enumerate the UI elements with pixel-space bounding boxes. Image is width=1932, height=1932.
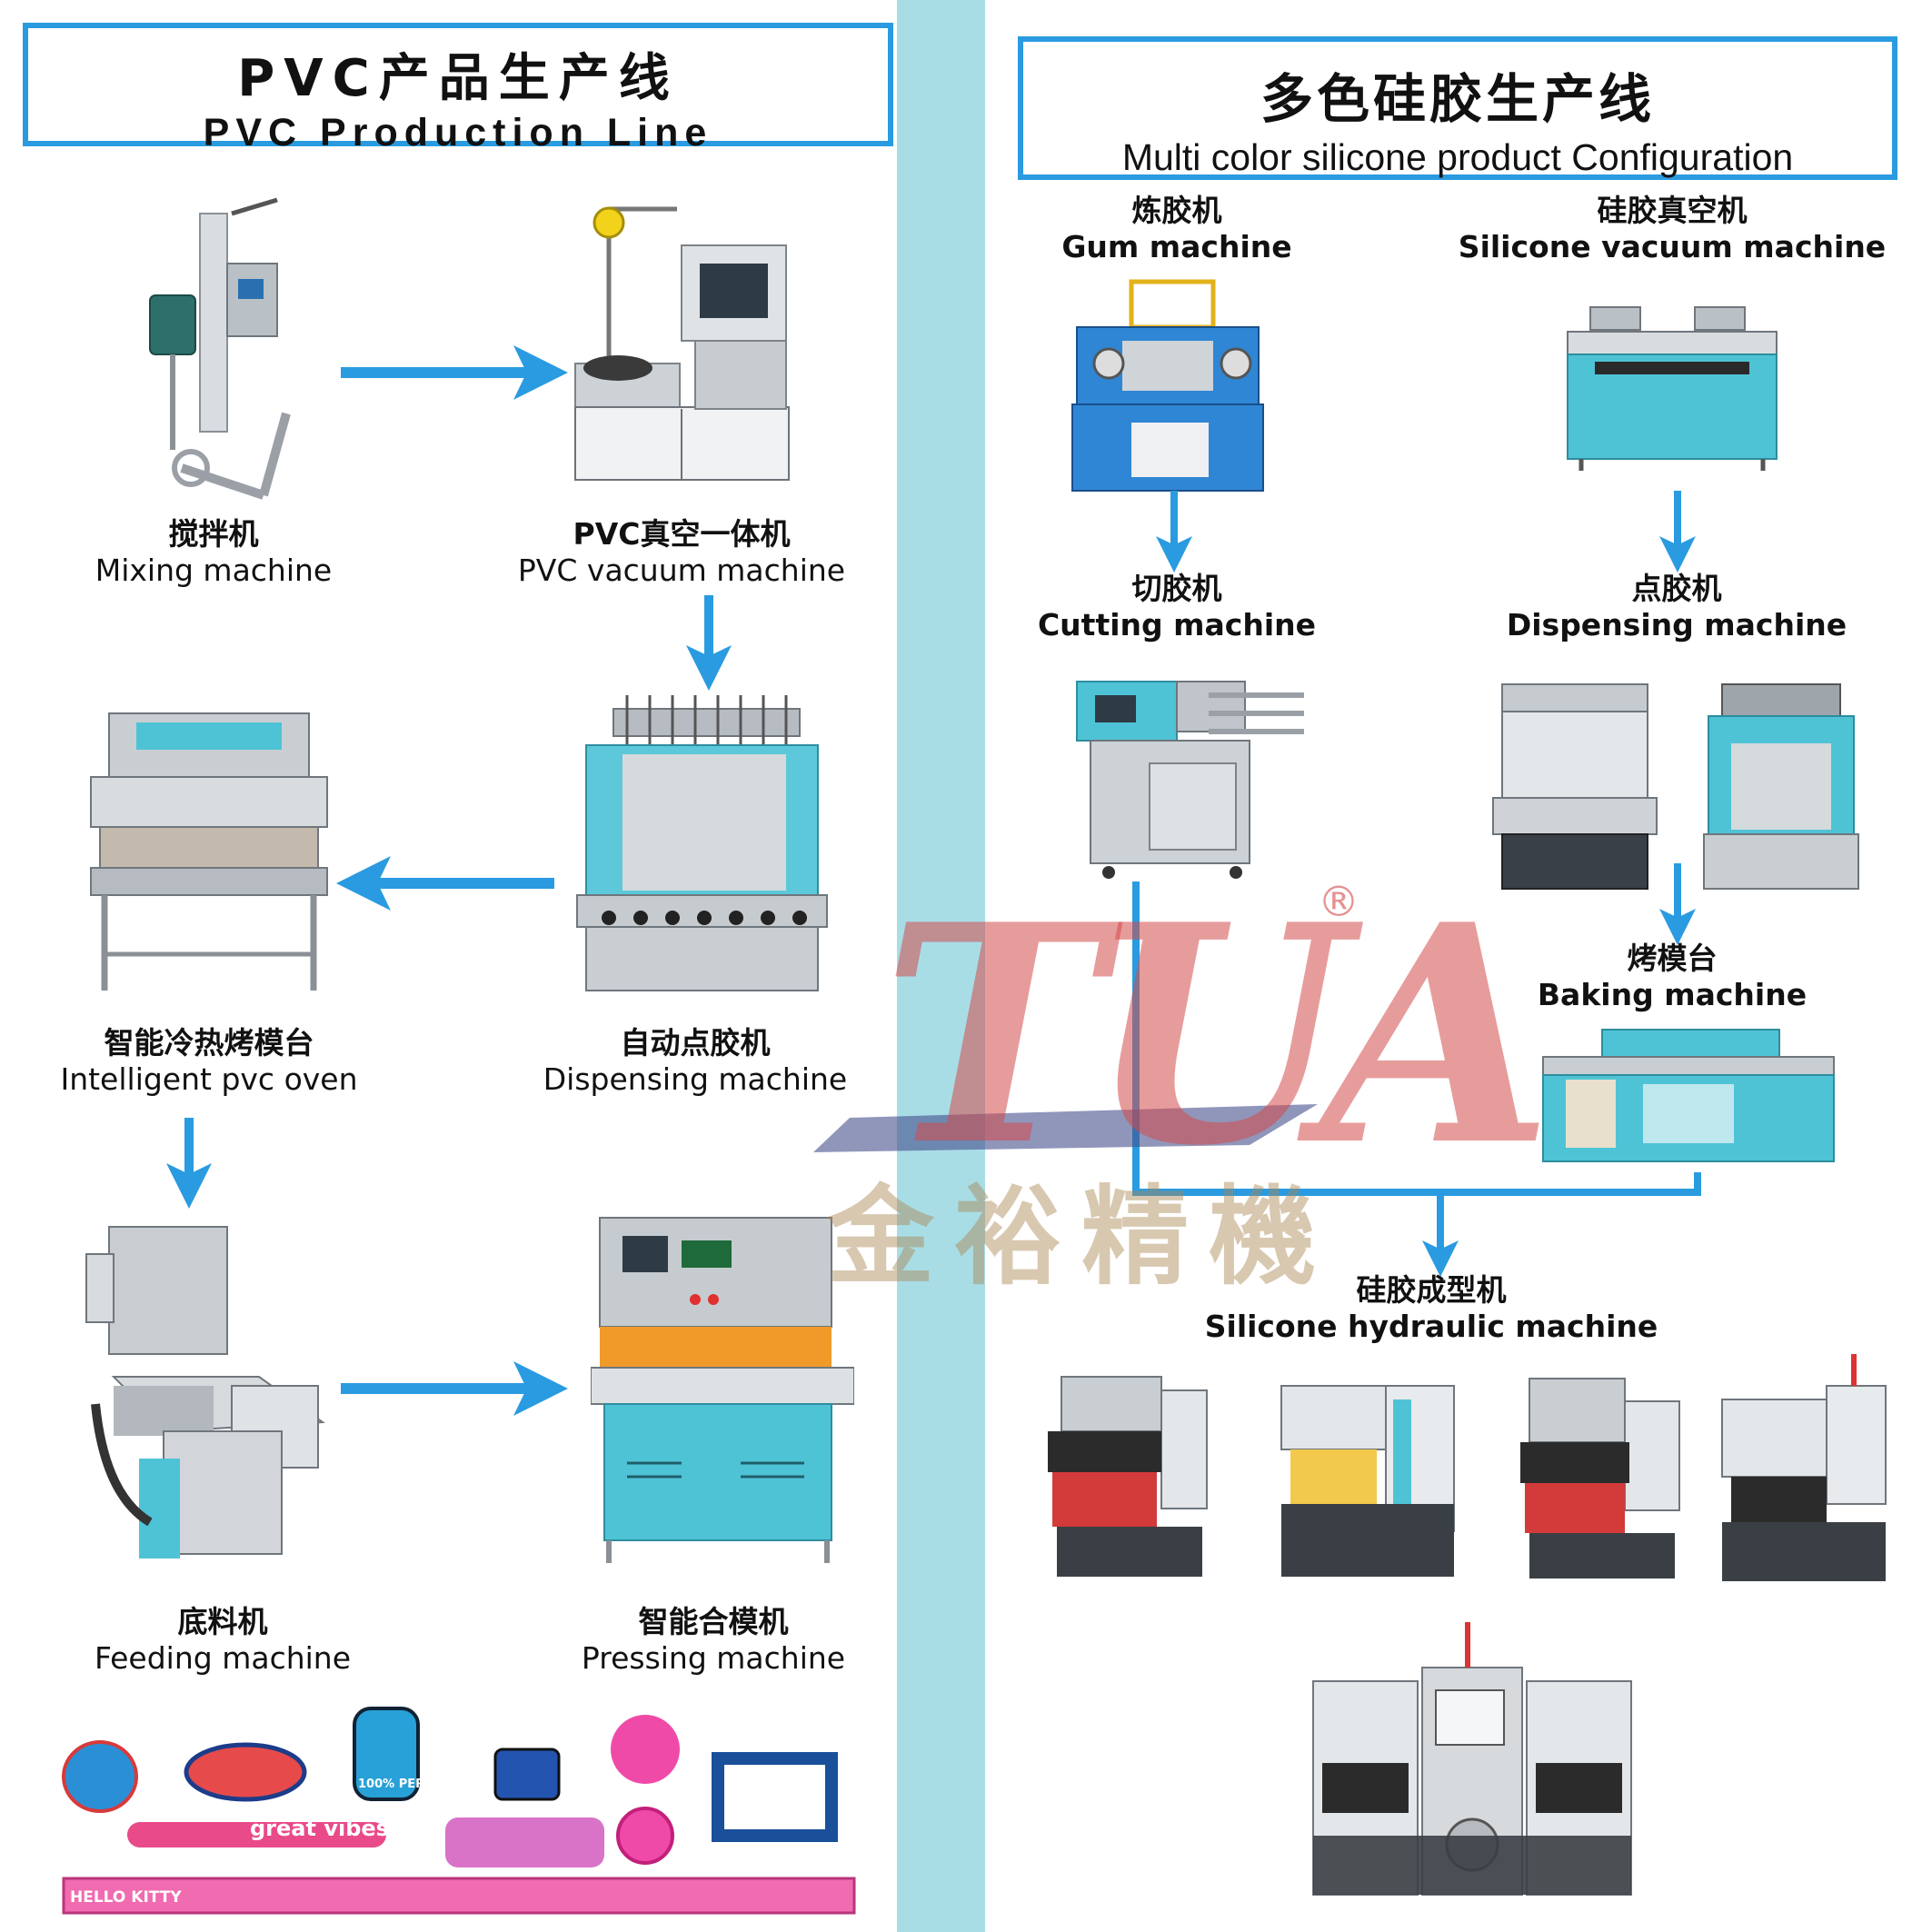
hydraulic-machine-zh: 硅胶成型机 [1356, 1272, 1507, 1308]
baking-machine-zh: 烤模台 [1627, 941, 1718, 976]
mixing-machine-image [149, 197, 291, 500]
pressing-machine-en: Pressing machine [581, 1640, 846, 1677]
pvc-title-en: PVC Production Line [203, 111, 713, 154]
pvc-vacuum-machine-image [574, 206, 790, 481]
gum-machine-image [1071, 279, 1264, 492]
mixing-machine-label: 搅拌机 Mixing machine [55, 516, 373, 590]
pressing-machine-image [591, 1217, 854, 1563]
feeding-machine-image [85, 1226, 325, 1559]
gum-machine-en: Gum machine [1061, 229, 1292, 265]
mixing-machine-en: Mixing machine [95, 553, 333, 589]
hydraulic-machine-en: Silicone hydraulic machine [1204, 1309, 1658, 1345]
baking-machine-image [1542, 1029, 1835, 1162]
mixing-machine-zh: 搅拌机 [168, 516, 259, 552]
silicone-title-en: Multi color silicone product Configurati… [1121, 136, 1794, 178]
cutting-machine-en: Cutting machine [1037, 607, 1317, 643]
hydraulic-machine-image-4 [1721, 1354, 1887, 1581]
pvc-oven-label: 智能冷热烤模台 Intelligent pvc oven [36, 1025, 382, 1099]
pressing-machine-label: 智能合模机 Pressing machine [536, 1604, 891, 1678]
watermark-letters: TUA [881, 859, 1553, 1211]
hydraulic-machine-image-large [1312, 1622, 1632, 1896]
cutting-machine-label: 切胶机 Cutting machine [1013, 571, 1340, 644]
pvc-title-zh: PVC产品生产线 [237, 49, 679, 108]
silicone-vacuum-machine-en: Silicone vacuum machine [1458, 229, 1887, 265]
pvc-dispensing-machine-zh: 自动点胶机 [620, 1025, 771, 1061]
connector-cutting-to-hydraulic [1132, 881, 1440, 1196]
silicone-vacuum-machine-zh: 硅胶真空机 [1597, 193, 1748, 228]
cutting-machine-image [1076, 681, 1304, 879]
watermark-swoosh [813, 1104, 1318, 1152]
cutting-machine-zh: 切胶机 [1131, 571, 1222, 606]
pvc-oven-zh: 智能冷热烤模台 [104, 1025, 314, 1061]
hydraulic-machine-image-2 [1280, 1385, 1455, 1577]
hydraulic-machine-label: 硅胶成型机 Silicone hydraulic machine [1181, 1272, 1681, 1346]
feeding-machine-zh: 底料机 [177, 1604, 268, 1639]
pvc-oven-image [90, 712, 328, 991]
pvc-title-box: PVC产品生产线 PVC Production Line [23, 23, 893, 154]
pvc-dispensing-machine-image [576, 695, 828, 991]
pvc-vacuum-machine-zh: PVC真空一体机 [573, 516, 791, 552]
hydraulic-machine-image-1 [1048, 1376, 1208, 1577]
silicone-vacuum-machine-label: 硅胶真空机 Silicone vacuum machine [1445, 193, 1899, 266]
pvc-products-image: great vibes 100% PERU HELLO KITTY [62, 1707, 856, 1915]
pvc-oven-en: Intelligent pvc oven [60, 1061, 358, 1098]
silicone-title-zh: 多色硅胶生产线 [1260, 68, 1655, 130]
product-label-great-vibes: great vibes [250, 1816, 389, 1841]
product-name-labels: great vibes 100% PERU HELLO KITTY [70, 1778, 434, 1907]
pvc-dispensing-machine-en: Dispensing machine [543, 1061, 848, 1098]
product-label-peru: 100% PERU [358, 1778, 434, 1791]
baking-machine-label: 烤模台 Baking machine [1509, 941, 1836, 1014]
pvc-vacuum-machine-label: PVC真空一体机 PVC vacuum machine [491, 516, 872, 590]
watermark: TUA ® 金裕精機 [813, 859, 1553, 1300]
silicone-title-box: 多色硅胶生产线 Multi color silicone product Con… [1018, 36, 1897, 180]
silicone-dispensing-machine-zh: 点胶机 [1631, 571, 1722, 606]
watermark-registered: ® [1318, 877, 1359, 926]
hydraulic-machine-image-3 [1520, 1378, 1680, 1578]
connector-baking-to-hydraulic [1440, 1172, 1701, 1196]
silicone-dispensing-machine-image-2 [1703, 683, 1859, 890]
feeding-machine-label: 底料机 Feeding machine [55, 1604, 391, 1678]
pressing-machine-zh: 智能合模机 [638, 1604, 789, 1639]
product-label-hello-kitty: HELLO KITTY [70, 1888, 182, 1907]
silicone-dispensing-machine-image-1 [1492, 683, 1658, 890]
center-divider [897, 0, 985, 1932]
watermark-name-zh: 金裕精機 [827, 1173, 1337, 1300]
silicone-vacuum-machine-image [1567, 306, 1778, 471]
pvc-dispensing-machine-label: 自动点胶机 Dispensing machine [504, 1025, 886, 1099]
silicone-dispensing-machine-en: Dispensing machine [1506, 607, 1847, 643]
silicone-dispensing-machine-label: 点胶机 Dispensing machine [1490, 571, 1863, 644]
feeding-machine-en: Feeding machine [94, 1640, 352, 1677]
gum-machine-label: 炼胶机 Gum machine [1027, 193, 1327, 266]
baking-machine-en: Baking machine [1537, 977, 1808, 1013]
gum-machine-zh: 炼胶机 [1131, 193, 1222, 228]
pvc-vacuum-machine-en: PVC vacuum machine [517, 553, 846, 589]
